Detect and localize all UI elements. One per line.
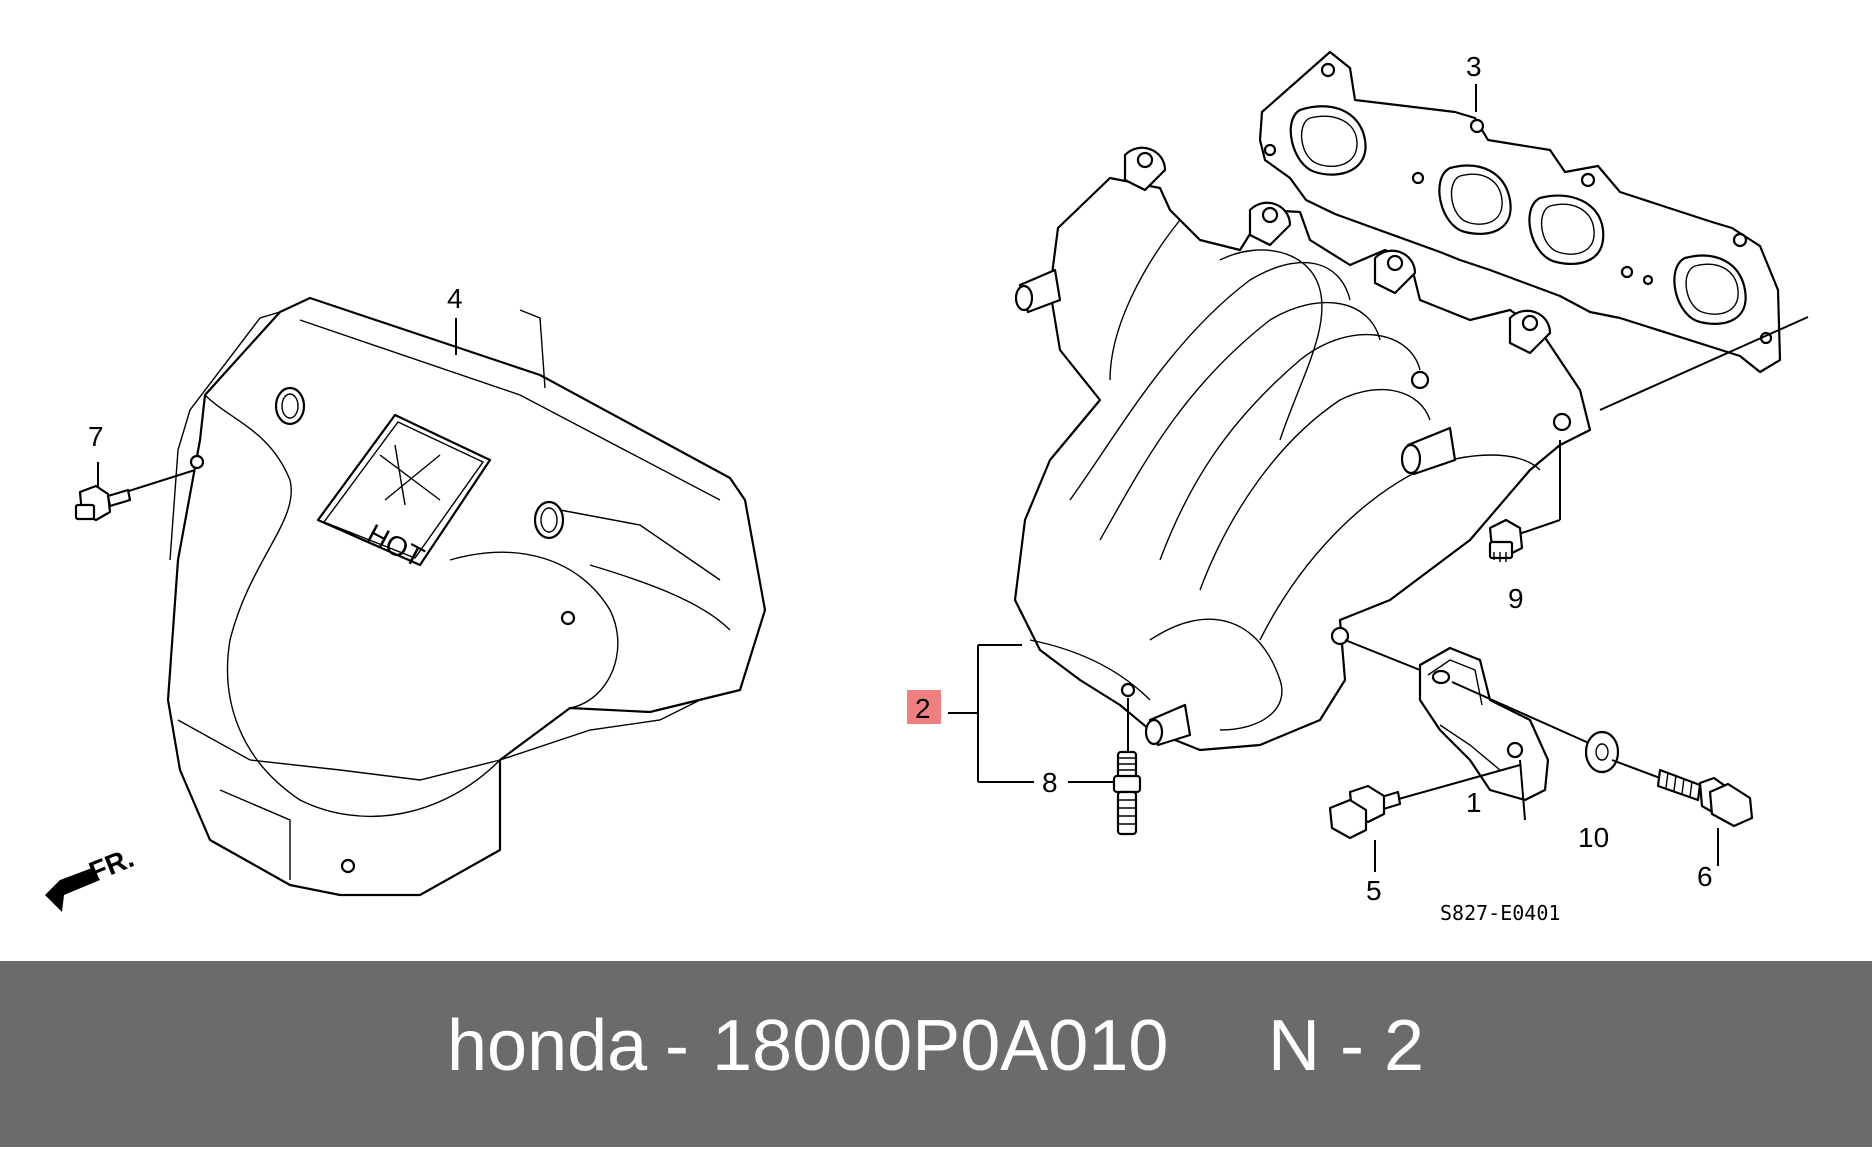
callout-1: 1 xyxy=(1466,787,1482,818)
bolt-7 xyxy=(74,462,196,522)
bolt-5 xyxy=(1328,764,1521,872)
separator: - xyxy=(665,1006,689,1086)
front-direction-arrow: FR. xyxy=(45,842,138,912)
callout-8: 8 xyxy=(1042,767,1058,798)
stud-8 xyxy=(1068,698,1142,836)
shield-hole xyxy=(533,500,565,540)
gasket xyxy=(1258,50,1809,411)
shield-hole xyxy=(274,386,306,426)
callout-2: 2 xyxy=(915,693,931,724)
callout-5: 5 xyxy=(1366,875,1382,906)
footer-bar: honda - 18000P0A010 N - 2 xyxy=(0,958,1872,1147)
exhaust-manifold xyxy=(1013,146,1592,752)
parts-diagram: HOT xyxy=(45,50,1809,925)
callout-9: 9 xyxy=(1508,583,1524,614)
callout-6: 6 xyxy=(1697,861,1713,892)
part-number: 18000P0A010 xyxy=(712,1006,1169,1086)
heat-shield: HOT xyxy=(166,296,767,897)
callout-10: 10 xyxy=(1578,822,1609,853)
callout-2-bracket xyxy=(907,644,1034,783)
washer-10 xyxy=(1584,730,1661,779)
callout-7: 7 xyxy=(88,421,104,452)
bolt-6 xyxy=(1656,768,1754,866)
nut-9 xyxy=(1488,440,1561,562)
callout-3: 3 xyxy=(1466,51,1482,82)
diagram-code: S827-E0401 xyxy=(1440,901,1560,925)
callout-4: 4 xyxy=(447,283,463,314)
brand-name: honda xyxy=(447,1006,648,1086)
callout-2-highlight xyxy=(907,690,941,724)
position-label: N - 2 xyxy=(1268,1006,1425,1086)
front-direction-label: FR. xyxy=(85,842,138,888)
bracket xyxy=(1344,639,1601,821)
